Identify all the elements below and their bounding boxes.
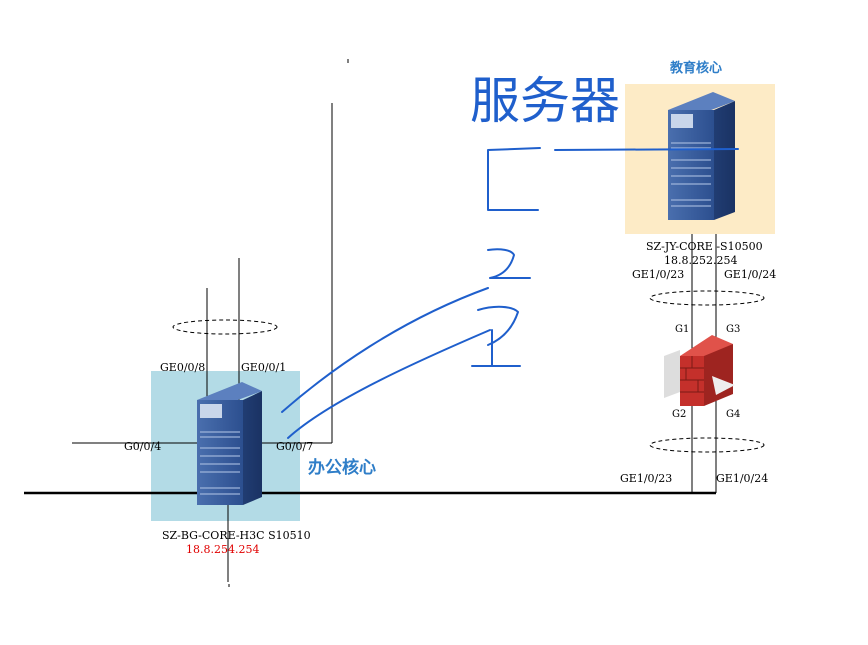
ink-glyph-upper	[487, 248, 531, 279]
office-core-ip: 18.8.254.254	[186, 543, 260, 556]
edu-core-title: 教育核心	[670, 61, 723, 76]
firewall-port-g3: G3	[726, 324, 741, 335]
edu-port-down-left: GE1/0/23	[620, 472, 673, 485]
edu-core-switch	[668, 92, 735, 220]
lag-ellipse-office	[172, 319, 278, 335]
port-g04-label: G0/0/4	[124, 440, 162, 453]
ink-stroke-lower	[287, 329, 491, 439]
edu-core-device-name: SZ-JY-CORE -S10500	[646, 240, 763, 253]
edu-core-ip: 18.8.252.254	[664, 254, 738, 267]
office-core-title: 办公核心	[308, 458, 376, 478]
handwritten-annotations	[281, 147, 739, 439]
handwritten-server-text: 服务器	[470, 72, 620, 130]
port-ge08-label: GE0/0/8	[160, 361, 206, 374]
edu-port-down-right: GE1/0/24	[716, 472, 769, 485]
ink-stroke-upper	[281, 287, 489, 413]
edu-port-up-left: GE1/0/23	[632, 268, 685, 281]
firewall-port-g2: G2	[672, 409, 687, 420]
ink-glyph-lower	[471, 305, 521, 367]
ink-line-to-edu	[554, 148, 739, 151]
edu-port-up-right: GE1/0/24	[724, 268, 777, 281]
port-g07-label: G0/0/7	[276, 440, 314, 453]
port-ge01-label: GE0/0/1	[241, 361, 287, 374]
office-core-device-name: SZ-BG-CORE-H3C S10510	[162, 529, 311, 542]
ink-bracket	[487, 147, 541, 211]
firewall-port-g1: G1	[675, 324, 690, 335]
firewall-icon	[664, 335, 735, 406]
lag-ellipse-edu-bottom	[649, 437, 765, 453]
lag-ellipse-edu-top	[649, 290, 765, 306]
office-core-switch	[197, 382, 262, 505]
firewall-port-g4: G4	[726, 409, 741, 420]
